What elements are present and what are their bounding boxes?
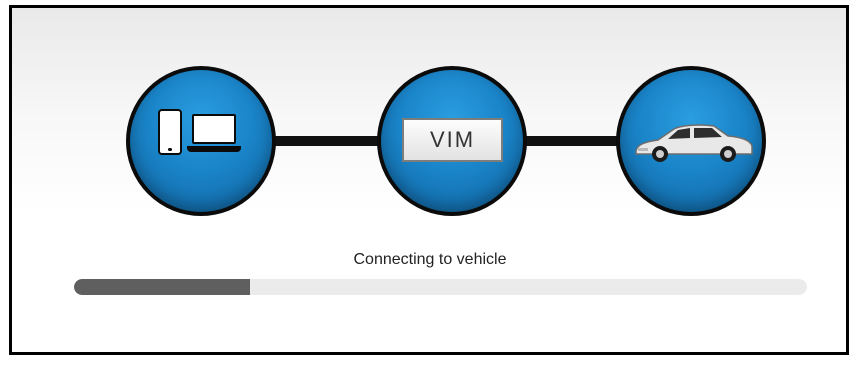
car-icon xyxy=(635,124,753,162)
vim-label: VIM xyxy=(402,118,503,162)
connection-panel: VIM Connecting to vehicle xyxy=(9,5,849,355)
connector-line-vim-vehicle xyxy=(525,136,621,146)
connector-line-devices-vim xyxy=(274,136,386,146)
status-text: Connecting to vehicle xyxy=(353,251,507,268)
progress-bar xyxy=(74,279,807,295)
vim-node: VIM xyxy=(377,66,527,216)
laptop-base xyxy=(187,146,241,152)
vehicle-node xyxy=(616,66,766,216)
tablet-icon xyxy=(158,109,182,155)
progress-bar-fill xyxy=(74,279,250,295)
laptop-icon xyxy=(192,114,236,144)
devices-node xyxy=(126,66,276,216)
